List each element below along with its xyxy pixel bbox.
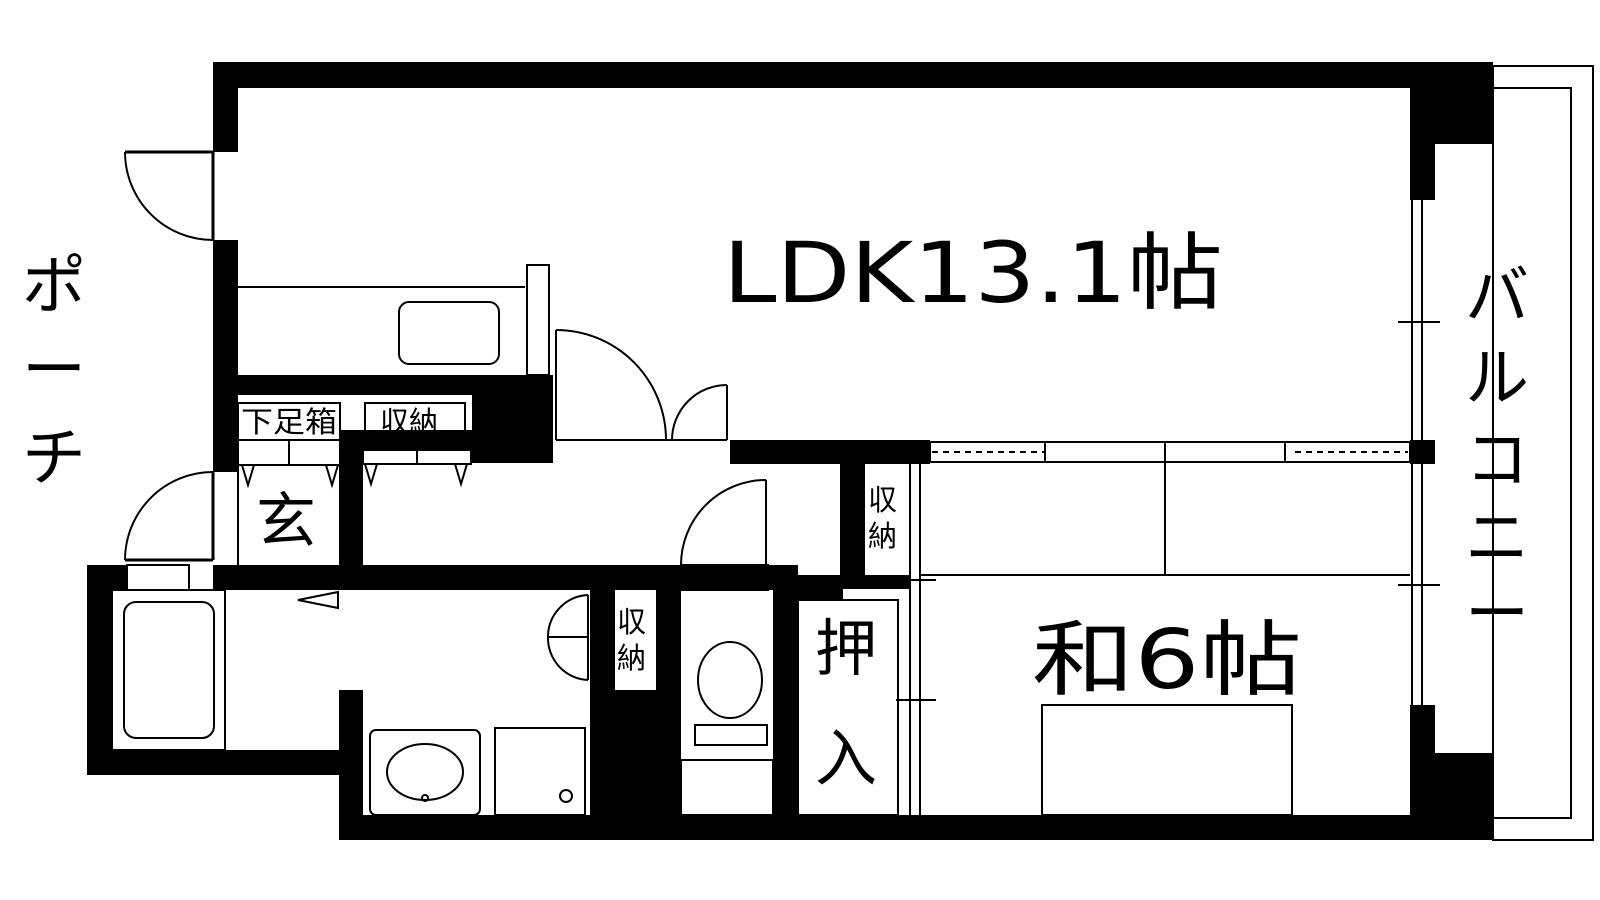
shoe-box-label: 下足箱: [241, 405, 337, 439]
storage-mid-label-2: 納: [868, 519, 897, 553]
storage-wash-label-1: 収: [617, 605, 646, 639]
ldk-label: LDK13.1帖: [723, 224, 1223, 322]
shoe-box: [237, 402, 341, 489]
storage-mid-label-1: 収: [868, 483, 897, 517]
genkan-step: [237, 465, 341, 565]
balcony-label-5: ー: [1465, 578, 1529, 652]
balcony-label-1: バ: [1465, 260, 1529, 334]
storage-wash-label-2: 納: [617, 641, 646, 675]
storage-top-label: 収納: [380, 405, 438, 439]
balcony-label-4: ニ: [1465, 502, 1529, 576]
porch-label-3: チ: [22, 422, 86, 496]
toilet: [680, 479, 774, 816]
porch-label-2: ー: [22, 334, 86, 408]
entrance-door: [124, 150, 215, 241]
oshiire-label-1: 押: [815, 612, 877, 685]
washitsu-label: 和6帖: [1032, 613, 1302, 708]
kitchen-counter: [238, 264, 550, 376]
genkan-label: 玄: [256, 487, 316, 557]
walls: [87, 62, 1493, 840]
balcony-label-2: ル: [1465, 342, 1529, 416]
porch-label-1: ポ: [22, 250, 86, 324]
washitsu-tatami: [896, 462, 1410, 816]
ldk-doors: [555, 329, 728, 441]
sliding-doors-ldk-washitsu: [929, 441, 1411, 463]
bathtub: [111, 564, 339, 751]
balcony-area: [1492, 65, 1594, 841]
oshiire: [797, 599, 899, 816]
genkan-door: [124, 471, 215, 562]
washroom: [364, 566, 589, 816]
balcony-windows: [1398, 200, 1440, 705]
oshiire-label-2: 入: [815, 722, 877, 795]
balcony-label-3: コ: [1465, 424, 1529, 498]
storage-top: [362, 402, 472, 488]
